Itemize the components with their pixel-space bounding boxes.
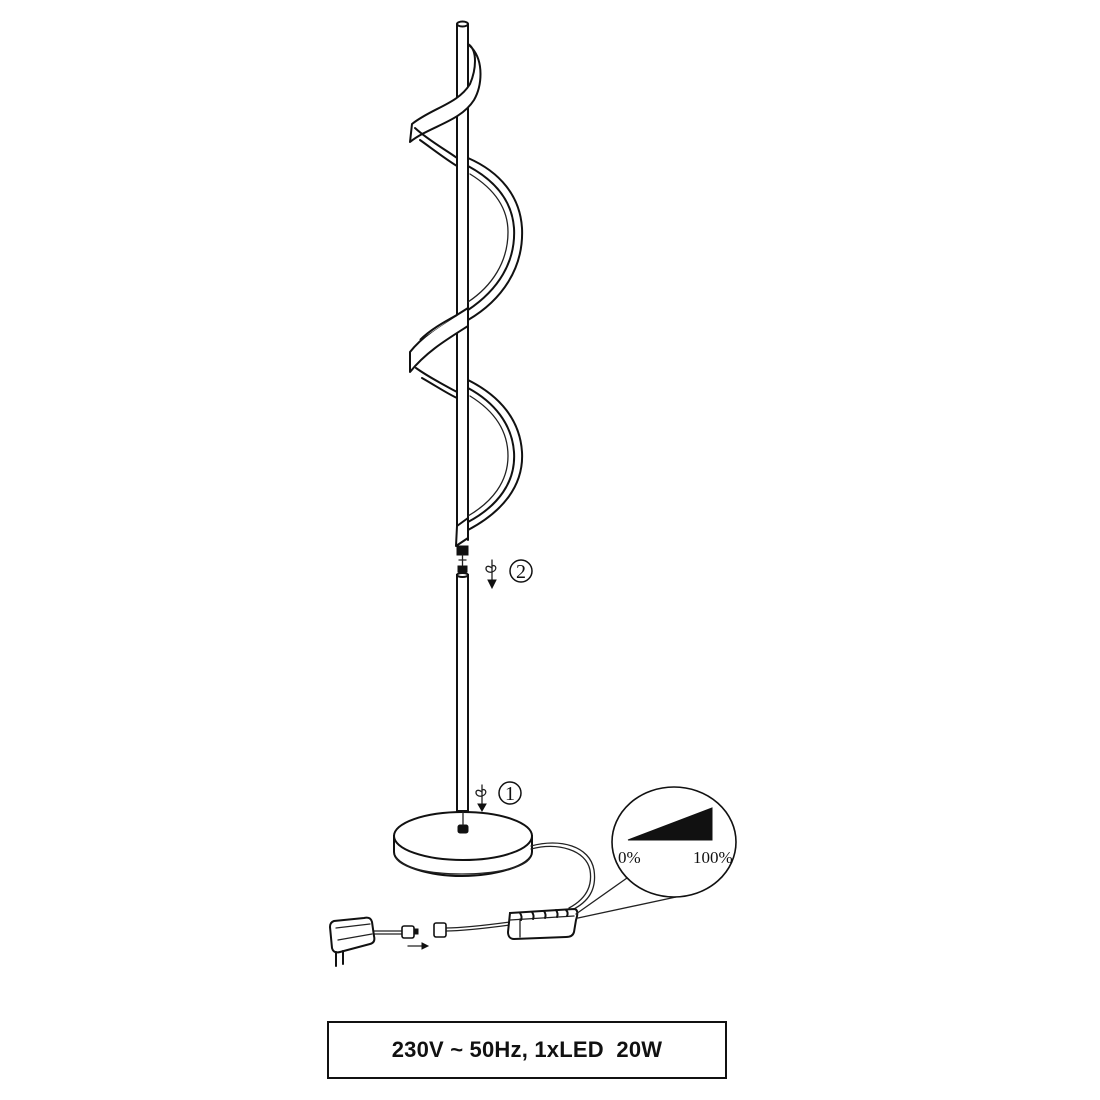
spiral-led-head [409,43,524,547]
power-adapter [328,916,376,967]
dimmer-min-label: 0% [618,848,641,867]
step-2-number: 2 [516,561,526,583]
dimmer-callout: 0% 100% [575,786,737,919]
spec-label-box: 230V ~ 50Hz, 1xLED 20W [327,1021,727,1079]
plug-connector [401,922,447,950]
step-1-annotation: 1 [475,781,522,813]
step-2-annotation: 2 [485,559,533,590]
round-base [393,811,533,878]
inline-dimmer-switch [506,907,579,941]
step-1-number: 1 [505,783,515,805]
dimmer-level-wedge [627,807,713,841]
lower-pole [456,565,469,812]
power-cables [372,842,596,935]
spec-label-text: 230V ~ 50Hz, 1xLED 20W [391,1037,663,1062]
dimmer-max-label: 100% [693,848,733,867]
joint-step-2 [456,545,469,566]
